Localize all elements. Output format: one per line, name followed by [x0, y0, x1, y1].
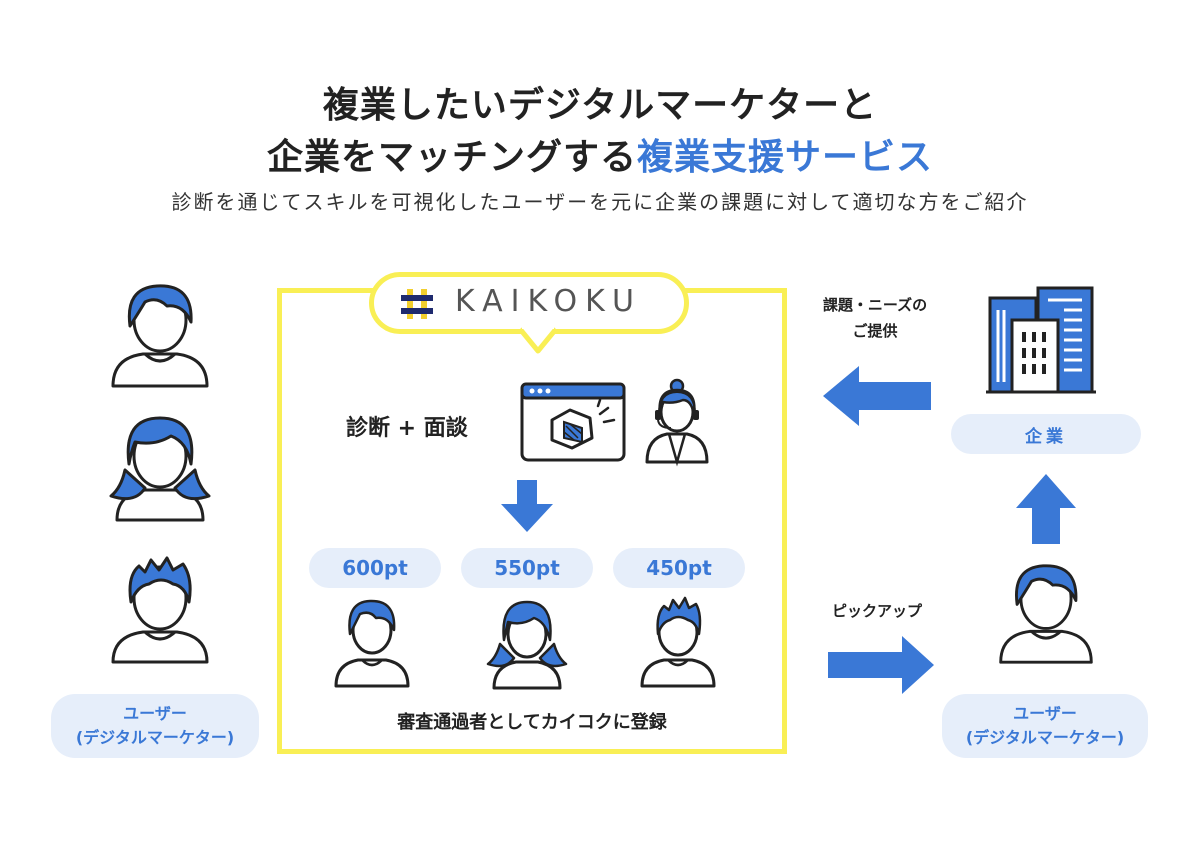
- users-label-pill: ユーザー (デジタルマーケター): [51, 694, 259, 758]
- picked-user-label-line2: (デジタルマーケター): [965, 728, 1125, 747]
- arrow-left-icon: [823, 366, 931, 426]
- kaikoku-logo-icon: [401, 289, 433, 319]
- issues-label-line1: 課題・ニーズの: [822, 296, 928, 314]
- candidate-spiky-hair-icon: [640, 596, 716, 688]
- score-pill-3: 450pt: [613, 548, 745, 588]
- issues-label: 課題・ニーズの ご提供: [800, 292, 950, 344]
- brand-name: KAIKOKU: [455, 284, 642, 319]
- user-male-icon: [111, 284, 209, 388]
- diagnosis-window-icon: [520, 382, 626, 462]
- title-line2-accent: 複業支援サービス: [637, 137, 934, 178]
- page-subtitle: 診断を通じてスキルを可視化したユーザーを元に企業の課題に対して適切な方をご紹介: [171, 190, 1029, 214]
- arrow-right-icon: [828, 636, 934, 694]
- users-label-line2: (デジタルマーケター): [75, 728, 235, 747]
- issues-label-line2: ご提供: [852, 322, 898, 340]
- page-title-line1: 複業したいデジタルマーケターと: [322, 85, 878, 126]
- score-pill-1: 600pt: [309, 548, 441, 588]
- picked-user-icon: [999, 564, 1093, 664]
- candidate-female-icon: [486, 600, 568, 690]
- users-label-line1: ユーザー: [123, 704, 187, 723]
- page-title-line2: 企業をマッチングする複業支援サービス: [0, 128, 1200, 180]
- user-spiky-hair-icon: [111, 556, 209, 664]
- operator-headset-icon: [645, 378, 709, 467]
- registration-label: 審査通過者としてカイコクに登録: [397, 712, 667, 733]
- score-pill-2: 550pt: [461, 548, 593, 588]
- pickup-label: ピックアップ: [831, 602, 922, 620]
- speech-bubble-tail: [518, 323, 558, 354]
- title-line2-prefix: 企業をマッチングする: [266, 137, 637, 178]
- arrow-down-icon: [501, 480, 553, 532]
- candidate-male-icon: [334, 599, 410, 688]
- picked-user-label-line1: ユーザー: [1013, 704, 1077, 723]
- picked-user-label-pill: ユーザー (デジタルマーケター): [942, 694, 1148, 758]
- company-building-icon: [986, 286, 1096, 394]
- process-label: 診断 + 面談: [346, 416, 468, 441]
- user-female-icon: [109, 416, 211, 522]
- arrow-up-icon: [1016, 474, 1076, 544]
- company-label-pill: 企業: [951, 414, 1141, 454]
